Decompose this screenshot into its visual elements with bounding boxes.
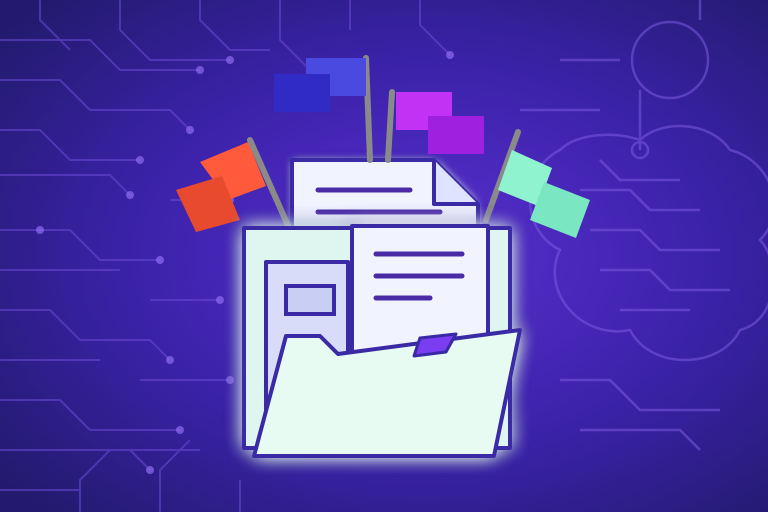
flag-icon-red	[176, 137, 293, 233]
flag-icon-magenta	[385, 89, 484, 163]
folder-label	[284, 284, 336, 316]
flag-icon-blue	[274, 55, 373, 163]
flag-icon-mint	[483, 129, 590, 238]
circuit-board-pattern	[0, 0, 451, 512]
document-lines	[373, 251, 465, 301]
folder-front	[252, 328, 522, 458]
folder-tab-accent	[412, 332, 458, 358]
folder-icon	[242, 224, 522, 458]
brain-outline	[520, 0, 768, 451]
